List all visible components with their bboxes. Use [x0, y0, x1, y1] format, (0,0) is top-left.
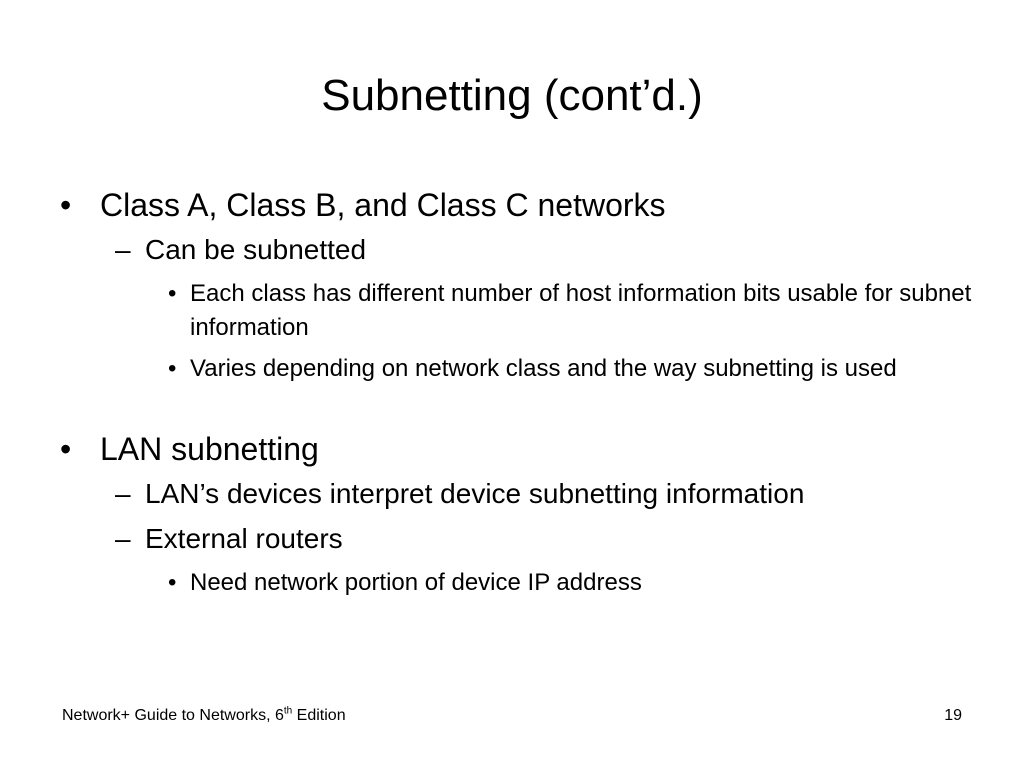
bullet-level2-can-be-subnetted: – Can be subnetted	[115, 233, 367, 267]
footer-book-suffix: Edition	[292, 707, 346, 724]
bullet-level1-classes: • Class A, Class B, and Class C networks	[60, 186, 666, 224]
bullet-level2-external-routers: – External routers	[115, 522, 343, 556]
bullet-dot-icon: •	[168, 569, 177, 596]
dash-icon: –	[115, 234, 131, 265]
bullet-text: Class A, Class B, and Class C networks	[100, 187, 666, 223]
bullet-text: External routers	[145, 523, 343, 554]
slide-title: Subnetting (cont’d.)	[321, 71, 703, 120]
bullet-dot-icon: •	[168, 355, 177, 382]
bullet-text: Need network portion of device IP addres…	[190, 569, 642, 596]
footer-book-superscript: th	[283, 705, 293, 717]
bullet-level3-varies: • Varies depending on network class and …	[168, 352, 980, 386]
bullet-level1-lan-subnetting: • LAN subnetting	[60, 430, 319, 468]
bullet-level2-lan-devices: – LAN’s devices interpret device subnett…	[115, 477, 805, 511]
slide-number: 19	[944, 707, 962, 724]
footer-book-title: Network+ Guide to Networks, 6th Edition	[62, 705, 346, 727]
bullet-level3-network-portion: • Need network portion of device IP addr…	[168, 566, 980, 600]
bullet-dot-icon: •	[60, 187, 72, 223]
bullet-text: Varies depending on network class and th…	[190, 355, 897, 382]
bullet-dot-icon: •	[168, 280, 177, 307]
bullet-text: LAN subnetting	[100, 431, 319, 467]
bullet-text: LAN’s devices interpret device subnettin…	[145, 478, 805, 509]
bullet-dot-icon: •	[60, 431, 72, 467]
bullet-level3-host-bits: • Each class has different number of hos…	[168, 277, 980, 345]
bullet-text: Each class has different number of host …	[190, 280, 972, 341]
dash-icon: –	[115, 478, 131, 509]
footer-book-prefix: Network+ Guide to Networks, 6	[62, 707, 284, 724]
bullet-text: Can be subnetted	[145, 234, 367, 265]
dash-icon: –	[115, 523, 131, 554]
